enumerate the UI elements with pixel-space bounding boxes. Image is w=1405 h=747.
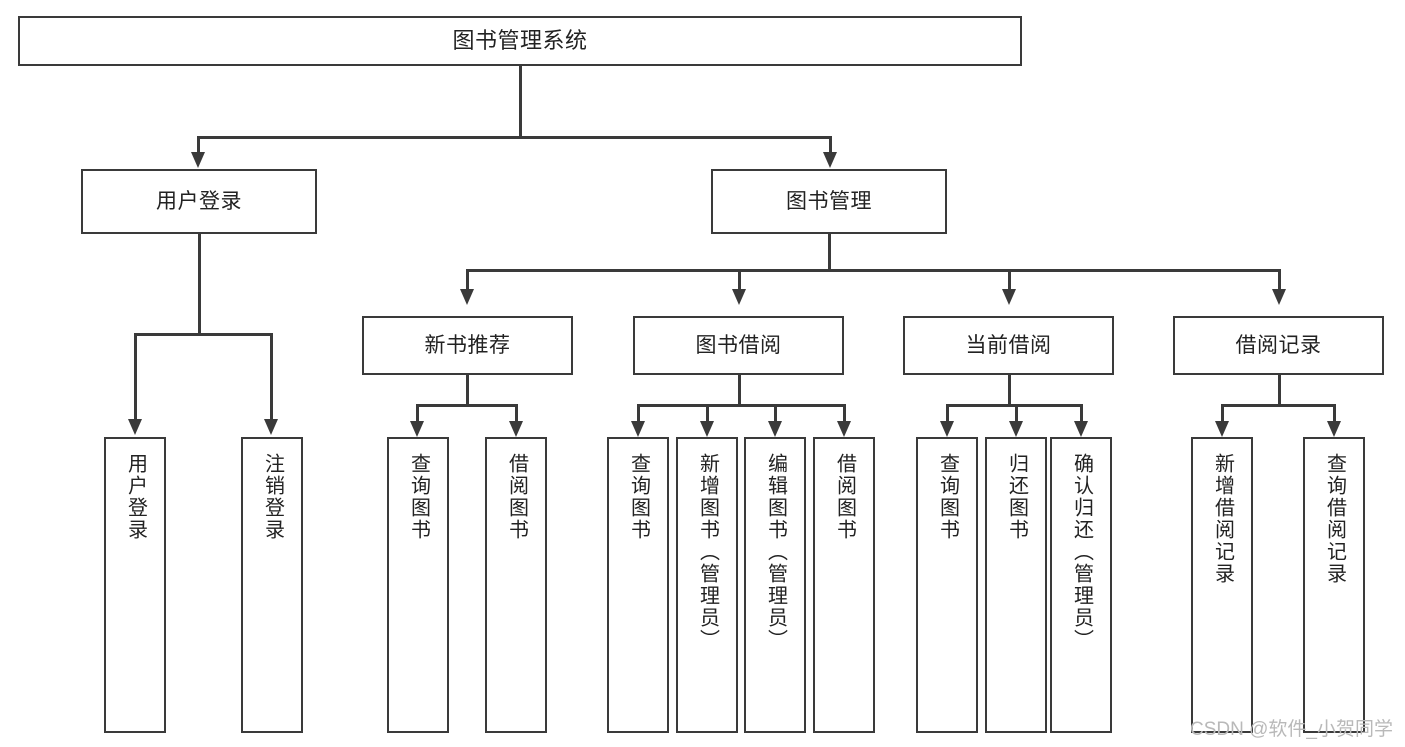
leaf-node-query-book-borrow[interactable]: 查询图书 [607,437,669,733]
connector-book-borrow-leaf-4 [843,404,846,423]
node-label: 图书管理 [786,189,872,213]
arrowhead-new-book-rec-leaf-2 [509,421,523,437]
connector-book-borrow-leaf-1 [637,404,640,423]
connector-borrow-record-trunk [1278,375,1281,406]
connector-book-manage-to-current-borrow [1008,269,1011,291]
connector-root-trunk [519,66,522,138]
connector-borrow-record-leaf-1 [1221,404,1224,423]
connector-new-book-rec-bus [416,404,517,407]
arrowhead-user-login-leaf-2 [264,419,278,435]
leaf-node-query-borrow-record[interactable]: 查询借阅记录 [1303,437,1365,733]
leaf-node-confirm-return-admin[interactable]: 确认归还（管理员） [1050,437,1112,733]
arrowhead-new-book-rec-leaf-1 [410,421,424,437]
connector-current-borrow-leaf-2 [1015,404,1018,423]
connector-borrow-record-bus [1221,404,1335,407]
connector-book-manage-to-new-book-rec [466,269,469,291]
connector-book-borrow-leaf-2 [706,404,709,423]
connector-book-manage-bus [466,269,1280,272]
connector-user-login-leaf-2 [270,333,273,421]
node-label: 借阅图书 [833,453,856,541]
connector-new-book-rec-trunk [466,375,469,406]
csdn-watermark: CSDN @软件_小贺同学 [1190,719,1393,740]
leaf-node-add-borrow-record[interactable]: 新增借阅记录 [1191,437,1253,733]
node-label: 新增借阅记录 [1211,453,1234,585]
connector-user-login-bus [134,333,272,336]
connector-book-manage-to-book-borrow [738,269,741,291]
node-book-management[interactable]: 图书管理 [711,169,947,234]
leaf-node-user-login[interactable]: 用户登录 [104,437,166,733]
node-label: 图书管理系统 [452,27,588,53]
node-new-book-recommendation[interactable]: 新书推荐 [362,316,573,375]
node-label: 查询借阅记录 [1323,453,1346,585]
arrowhead-user-login-leaf-1 [128,419,142,435]
node-label: 查询图书 [627,453,650,541]
arrowhead-book-manage-to-current-borrow [1002,289,1016,305]
connector-current-borrow-bus [946,404,1083,407]
node-current-borrow[interactable]: 当前借阅 [903,316,1114,375]
connector-current-borrow-leaf-1 [946,404,949,423]
node-label: 注销登录 [261,453,284,541]
connector-root-to-user-login [197,136,200,154]
connector-root-to-book-manage [829,136,832,154]
arrowhead-book-borrow-leaf-1 [631,421,645,437]
leaf-node-return-book[interactable]: 归还图书 [985,437,1047,733]
arrowhead-borrow-record-leaf-2 [1327,421,1341,437]
node-label: 借阅图书 [505,453,528,541]
connector-root-bus [197,136,831,139]
arrowhead-book-borrow-leaf-4 [837,421,851,437]
connector-borrow-record-leaf-2 [1333,404,1336,423]
node-label: 新增图书（管理员） [696,453,719,651]
node-root-book-management-system[interactable]: 图书管理系统 [18,16,1022,66]
node-label: 新书推荐 [424,333,511,357]
leaf-node-logout[interactable]: 注销登录 [241,437,303,733]
connector-new-book-rec-leaf-1 [416,404,419,423]
node-user-login[interactable]: 用户登录 [81,169,317,234]
node-label: 用户登录 [124,453,147,541]
node-label: 编辑图书（管理员） [764,453,787,651]
connector-book-borrow-trunk [738,375,741,406]
connector-current-borrow-leaf-3 [1080,404,1083,423]
arrowhead-current-borrow-leaf-1 [940,421,954,437]
connector-book-manage-to-borrow-record [1278,269,1281,291]
node-book-borrow[interactable]: 图书借阅 [633,316,844,375]
leaf-node-query-book-current[interactable]: 查询图书 [916,437,978,733]
leaf-node-borrow-book-rec[interactable]: 借阅图书 [485,437,547,733]
leaf-node-edit-book-admin[interactable]: 编辑图书（管理员） [744,437,806,733]
connector-current-borrow-trunk [1008,375,1011,406]
connector-user-login-leaf-1 [134,333,137,421]
arrowhead-current-borrow-leaf-2 [1009,421,1023,437]
connector-user-login-trunk [198,234,201,335]
leaf-node-borrow-book[interactable]: 借阅图书 [813,437,875,733]
arrowhead-book-manage-to-new-book-rec [460,289,474,305]
connector-new-book-rec-leaf-2 [515,404,518,423]
arrowhead-book-borrow-leaf-2 [700,421,714,437]
connector-book-borrow-bus [637,404,845,407]
connector-book-manage-trunk [828,234,831,271]
arrowhead-current-borrow-leaf-3 [1074,421,1088,437]
arrowhead-book-borrow-leaf-3 [768,421,782,437]
node-label: 查询图书 [407,453,430,541]
node-borrow-record[interactable]: 借阅记录 [1173,316,1384,375]
node-label: 归还图书 [1005,453,1028,541]
arrowhead-borrow-record-leaf-1 [1215,421,1229,437]
node-label: 确认归还（管理员） [1070,453,1093,651]
node-label: 用户登录 [156,189,242,213]
leaf-node-add-book-admin[interactable]: 新增图书（管理员） [676,437,738,733]
connector-book-borrow-leaf-3 [774,404,777,423]
arrowhead-book-manage-to-book-borrow [732,289,746,305]
node-label: 图书借阅 [695,333,782,357]
node-label: 查询图书 [936,453,959,541]
leaf-node-query-book-rec[interactable]: 查询图书 [387,437,449,733]
node-label: 当前借阅 [965,333,1052,357]
arrowhead-root-to-book-manage [823,152,837,168]
arrowhead-root-to-user-login [191,152,205,168]
node-label: 借阅记录 [1235,333,1322,357]
arrowhead-book-manage-to-borrow-record [1272,289,1286,305]
